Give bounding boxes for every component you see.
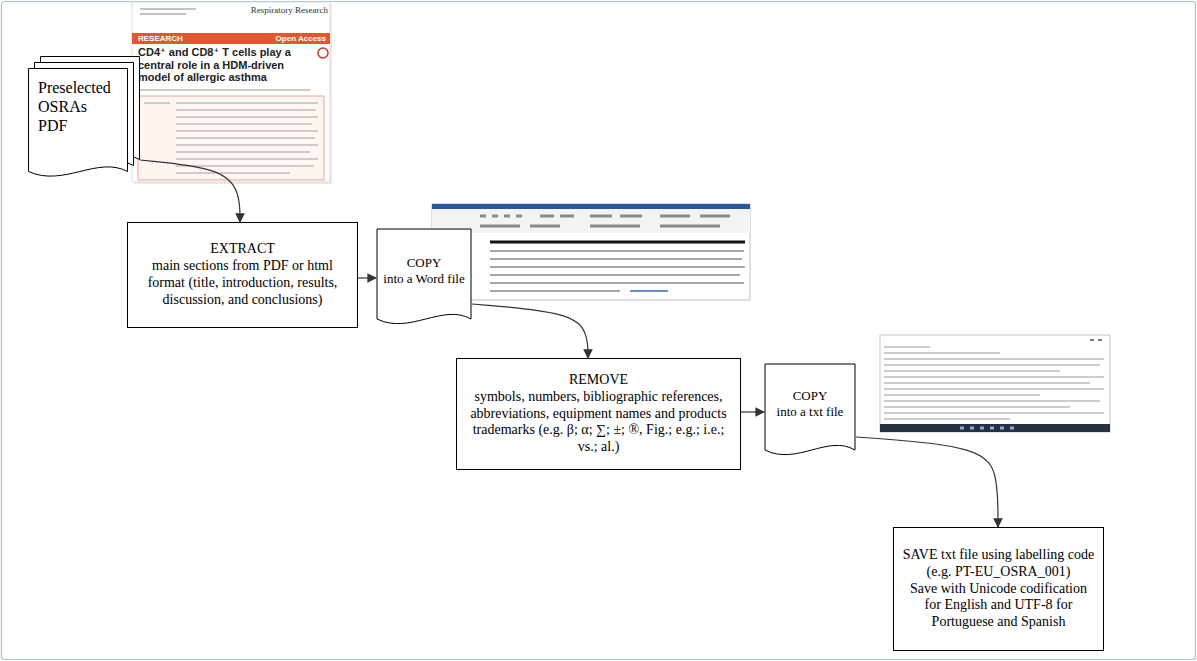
word-title-line (490, 241, 745, 244)
txt-window-buttons (1090, 339, 1102, 341)
word-title-bar (432, 204, 750, 209)
paper-page (132, 2, 330, 182)
node-heading: SAVE txt file using labelling code (903, 547, 1094, 564)
paper-abstract-lines (144, 103, 318, 173)
section-tag: RESEARCH (138, 33, 218, 44)
article-title: CD4⁺ and CD8⁺ T cells play a central rol… (138, 46, 314, 84)
node-heading: REMOVE (569, 372, 628, 389)
flow-arrow (856, 437, 998, 527)
document-shape: COPYinto a txt file (764, 363, 856, 461)
flow-arrow (472, 304, 588, 358)
flow-arrow (358, 277, 376, 278)
taskbar-icons (960, 427, 1014, 430)
page-outline (377, 229, 471, 324)
page-outline (29, 69, 128, 177)
paper-author-line (140, 89, 310, 90)
paper-thumbnail (132, 2, 332, 184)
txt-screenshot (880, 335, 1110, 432)
flow-arrow (140, 160, 240, 222)
page-outline (765, 364, 855, 455)
node-body: (e.g. PT-EU_OSRA_001) (927, 564, 1071, 581)
process-box: SAVE txt file using labelling code(e.g. … (893, 527, 1104, 651)
word-ribbon-icons (480, 216, 730, 226)
taskbar (880, 424, 1110, 432)
node-body: main sections from PDF or html format (t… (136, 258, 349, 308)
node-body: into a txt file (777, 404, 844, 420)
journal-name: Respiratory Research (238, 5, 328, 16)
paper-header-lines (140, 9, 196, 14)
node-heading: Preselected OSRAs PDF (38, 78, 118, 136)
paper-abstract-box (138, 96, 324, 180)
connectors (140, 160, 998, 527)
node-heading: COPY (407, 255, 442, 271)
word-text-lines (490, 251, 745, 291)
node-body: into a Word file (383, 271, 464, 287)
process-box: EXTRACTmain sections from PDF or html fo… (127, 222, 358, 328)
crossmark-icon (318, 48, 328, 58)
document-stack: Preselected OSRAs PDF (28, 56, 140, 182)
txt-text-lines (884, 347, 1104, 419)
node-heading: COPY (793, 388, 828, 404)
process-box: REMOVEsymbols, numbers, bibliographic re… (456, 358, 741, 470)
access-tag: Open Access (256, 33, 326, 44)
word-screenshot (432, 204, 750, 300)
paper-section-band (132, 33, 330, 44)
document-shape: COPYinto a Word file (376, 228, 472, 330)
word-ribbon (432, 209, 750, 233)
node-body: symbols, numbers, bibliographic referenc… (465, 389, 732, 456)
flow-arrow (741, 411, 764, 412)
node-body: Save with Unicode codification for Engli… (902, 581, 1095, 631)
node-heading: EXTRACT (210, 241, 275, 258)
word-window (432, 204, 750, 300)
txt-window (880, 335, 1110, 432)
word-link-line (630, 290, 668, 292)
